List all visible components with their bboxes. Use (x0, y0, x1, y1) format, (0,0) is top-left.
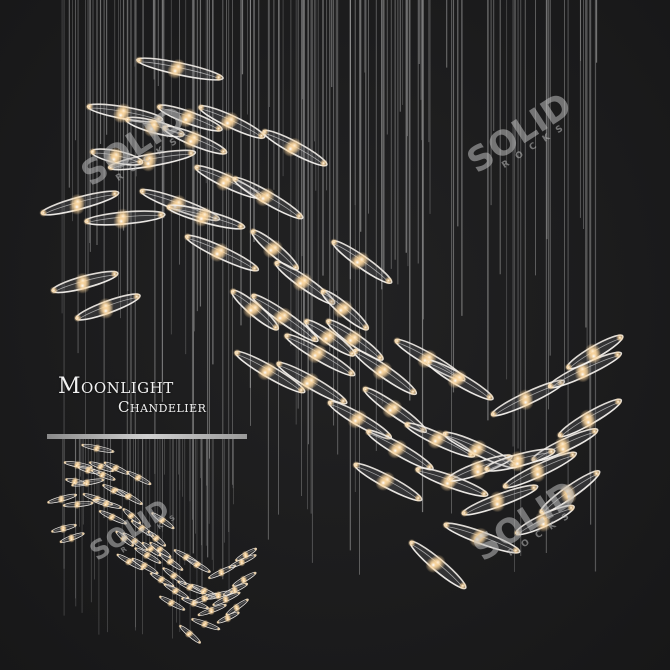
light-discs (39, 56, 624, 590)
preview-chandelier (46, 434, 258, 644)
ceiling-canopy-bar (47, 434, 247, 439)
wires (61, 0, 598, 580)
title-chandelier: Chandelier (118, 398, 207, 416)
title-moonlight: Moonlight (58, 374, 174, 399)
